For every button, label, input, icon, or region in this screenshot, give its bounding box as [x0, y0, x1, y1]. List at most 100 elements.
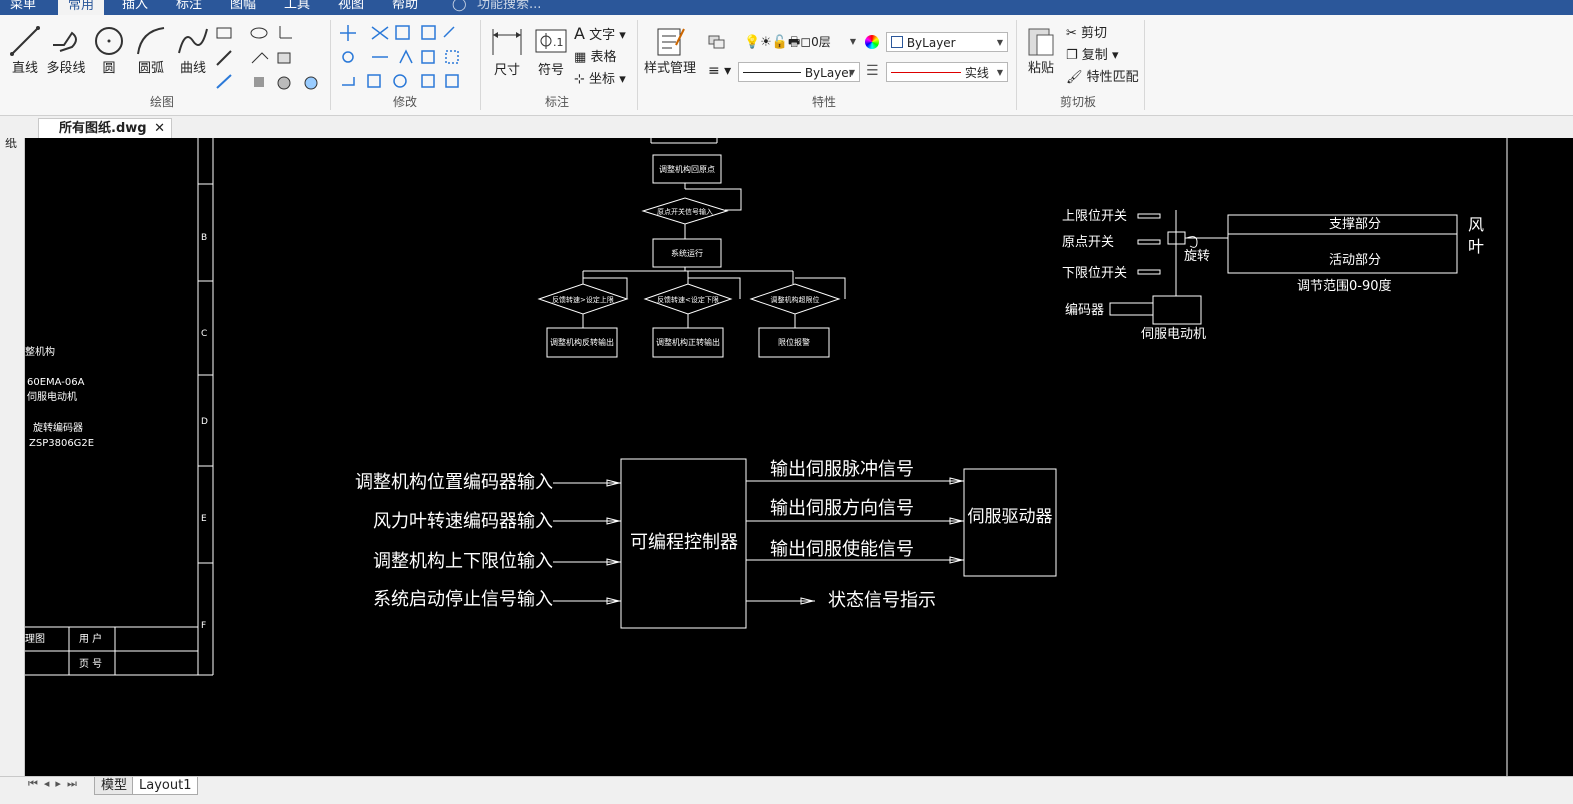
border-letter: D	[201, 417, 208, 427]
svg-text:.1: .1	[553, 36, 564, 49]
menu-item-sheet[interactable]: 图幅	[230, 0, 257, 12]
paste-button[interactable]: 粘贴	[1024, 25, 1058, 76]
curve-icon	[178, 28, 208, 54]
model-tab[interactable]: 模型	[94, 777, 135, 795]
left-notes: 整机构 60EMA-06A 伺服电动机 旋转编码器 ZSP3806G2E 理图 …	[25, 345, 102, 670]
polyline-tool-button[interactable]: 多段线	[46, 25, 86, 76]
plc-input-label: 系统启动停止信号输入	[373, 589, 553, 610]
circle-tool-label: 圆	[102, 61, 116, 76]
copy-label: 复制	[1081, 48, 1108, 63]
layout1-tab[interactable]: Layout1	[132, 777, 199, 795]
mech-label: 编码器	[1065, 303, 1104, 318]
paste-icon	[1028, 28, 1054, 56]
flowchart-labels: 调整机构回原点 原点开关信号输入 系统运行 反馈转速>设定上限 反馈转速<设定下…	[550, 164, 820, 347]
draw-small-tools[interactable]	[214, 23, 324, 93]
menu-item-tools[interactable]: 工具	[284, 0, 311, 12]
flowchart-lines	[537, 138, 846, 358]
plc-input-label: 调整机构位置编码器输入	[355, 472, 553, 493]
color-dropdown[interactable]: ByLayer▼	[886, 32, 1008, 52]
clipboard-group-label: 剪切板	[1060, 95, 1097, 109]
border-letter: B	[201, 233, 207, 243]
flow-box-text: 调整机构反转输出	[550, 337, 614, 347]
close-icon[interactable]: ✕	[154, 121, 165, 136]
text-tool-label: 文字	[589, 28, 616, 43]
document-tab-bar: 所有图纸.dwg ✕	[0, 116, 1573, 139]
flow-box-text: 调整机构回原点	[659, 164, 715, 174]
style-manager-icon	[657, 28, 685, 56]
line-tool-button[interactable]: 直线	[8, 25, 42, 76]
note-text: 伺服电动机	[27, 390, 77, 403]
coordinate-tool-label: 坐标	[589, 72, 616, 87]
layer-name: 0层	[811, 35, 831, 49]
layout-nav-arrows[interactable]: ⏮◂▸⏭	[28, 777, 83, 790]
lightbulb-icon: ◯	[452, 0, 467, 12]
lineweight-icon[interactable]: ≡ ▾	[708, 63, 732, 79]
polyline-tool-label: 多段线	[46, 61, 86, 76]
menu-item-view[interactable]: 视图	[338, 0, 365, 12]
text-icon: A	[574, 24, 585, 43]
title-block-text: 页 号	[79, 658, 102, 670]
flow-box-text: 限位报警	[778, 337, 810, 347]
color-swatch	[891, 36, 903, 48]
feature-search-input[interactable]: 功能搜索...	[477, 0, 542, 12]
cut-button[interactable]: ✂ 剪切	[1066, 23, 1139, 45]
plc-lines	[553, 458, 1057, 629]
menu-item-annotate[interactable]: 标注	[176, 0, 203, 12]
mech-label: 调节范围0-90度	[1297, 278, 1392, 294]
lineweight-list-icon[interactable]: ☰	[866, 63, 879, 79]
color-wheel-icon[interactable]	[865, 35, 879, 49]
menu-item-file[interactable]: 菜单	[10, 0, 37, 12]
menu-bar: 菜单 常用 插入 标注 图幅 工具 视图 帮助 ◯ 功能搜索...	[0, 0, 1573, 15]
arc-tool-button[interactable]: 圆弧	[134, 25, 168, 76]
side-panel: 图纸	[0, 116, 25, 778]
plc-controller-label: 可编程控制器	[630, 532, 738, 553]
plc-output-label: 输出伺服脉冲信号	[770, 459, 914, 480]
fan-blade-label-1: 风	[1468, 215, 1484, 234]
coordinate-tool-button[interactable]: ⊹ 坐标 ▾	[574, 72, 626, 87]
table-icon: ▦	[574, 50, 587, 65]
coordinate-icon: ⊹	[574, 72, 585, 87]
text-tool-button[interactable]: A 文字 ▾	[574, 24, 626, 43]
menu-item-home[interactable]: 常用	[58, 0, 105, 15]
draw-group-label: 绘图	[150, 95, 175, 109]
scissors-icon: ✂	[1066, 26, 1077, 41]
flow-decision-text: 反馈转速<设定下限	[657, 295, 719, 304]
servo-driver-label: 伺服驱动器	[968, 507, 1053, 527]
circle-icon	[95, 27, 123, 55]
mech-label: 支撑部分	[1329, 217, 1381, 232]
annotate-group-label: 标注	[545, 95, 570, 109]
curve-tool-button[interactable]: 曲线	[176, 25, 210, 76]
line-icon	[10, 26, 40, 56]
menu-item-insert[interactable]: 插入	[122, 0, 149, 12]
mech-label: 旋转	[1184, 249, 1210, 264]
color-value: ByLayer	[906, 36, 956, 50]
symbol-tool-button[interactable]: .1 符号	[533, 25, 569, 78]
arc-tool-label: 圆弧	[137, 61, 164, 76]
menu-item-help[interactable]: 帮助	[392, 0, 419, 12]
style-manager-button[interactable]: 样式管理	[642, 25, 698, 76]
style-manager-label: 样式管理	[643, 61, 696, 76]
dimension-tool-button[interactable]: 尺寸	[489, 25, 525, 78]
linetype-preview	[743, 72, 801, 73]
mech-label: 上限位开关	[1062, 209, 1127, 224]
linetype-dropdown[interactable]: ByLayer▼	[738, 62, 860, 82]
match-properties-button[interactable]: 🖌 特性匹配	[1066, 67, 1139, 89]
note-text: 旋转编码器	[33, 421, 83, 434]
annotate-small-tools: A 文字 ▾ ▦ 表格 ⊹ 坐标 ▾	[574, 23, 626, 91]
flow-box-text: 调整机构正转输出	[656, 337, 720, 347]
clipboard-small-tools: ✂ 剪切 ❐ 复制 ▾ 🖌 特性匹配	[1066, 23, 1139, 89]
layer-dropdown[interactable]: 💡☀🔓🖶◻0层▼	[744, 35, 856, 50]
layer-state-icons: 💡☀🔓🖶◻	[744, 35, 812, 50]
symbol-tool-label: 符号	[537, 63, 564, 78]
layer-manager-icon[interactable]	[705, 32, 739, 50]
mech-label: 下限位开关	[1062, 266, 1127, 281]
table-tool-button[interactable]: ▦ 表格	[574, 47, 626, 69]
lineweight-dropdown[interactable]: 实线▼	[886, 62, 1008, 82]
flow-decision-text: 反馈转速>设定上限	[552, 295, 614, 304]
modify-tools[interactable]	[338, 23, 476, 93]
drawing-canvas[interactable]: B C D E F 整机构 60EMA-06A 伺服电动机 旋转编码器 ZSP3…	[25, 138, 1573, 776]
copy-button[interactable]: ❐ 复制 ▾	[1066, 48, 1119, 63]
circle-tool-button[interactable]: 圆	[92, 25, 126, 76]
document-tab[interactable]: 所有图纸.dwg ✕	[38, 118, 172, 139]
match-properties-label: 特性匹配	[1086, 70, 1139, 85]
